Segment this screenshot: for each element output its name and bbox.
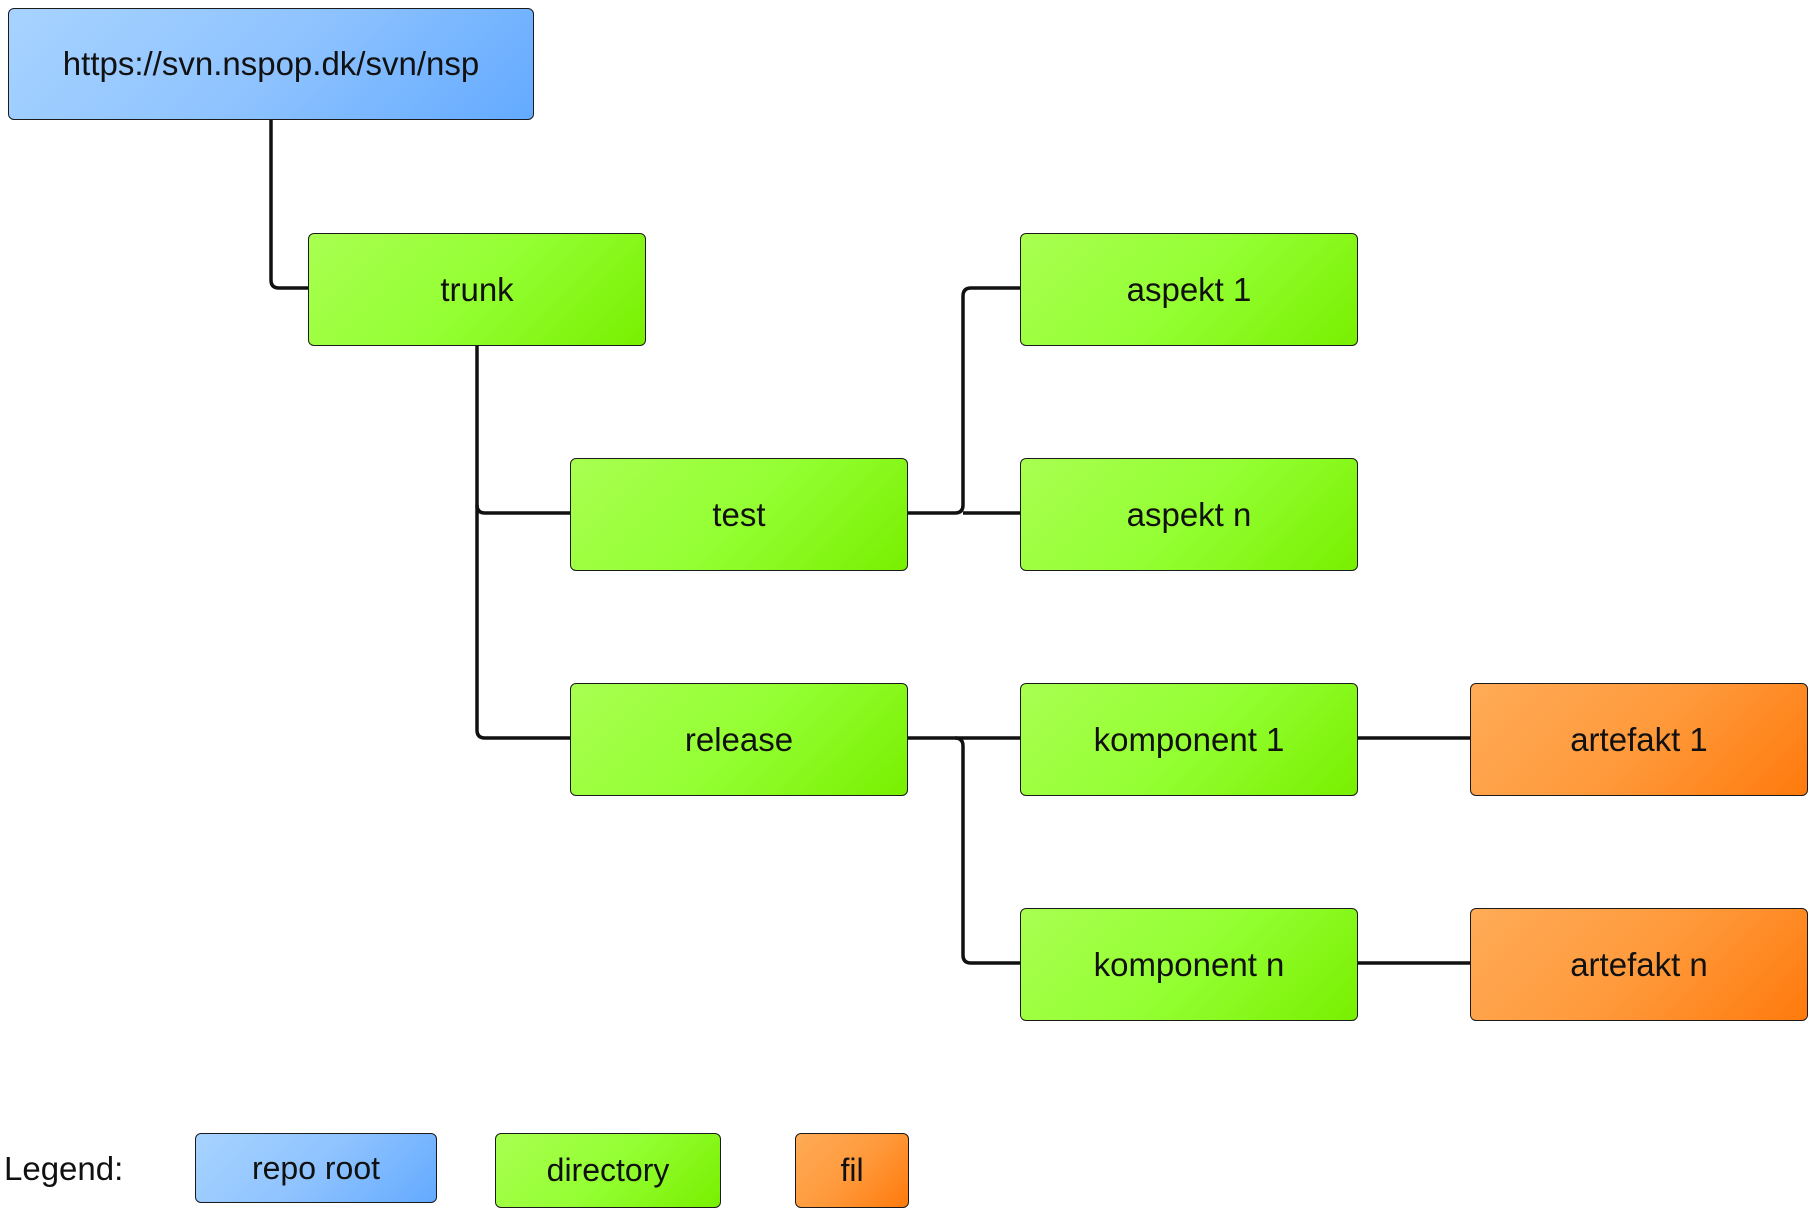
node-komponent-n: komponent n [1020,908,1358,1021]
node-komponent-1: komponent 1 [1020,683,1358,796]
edge-release-komponent-n [954,736,1020,965]
edge-test-aspekt-1 [908,286,1020,515]
edge-root-trunk [269,120,308,290]
node-artefakt-n: artefakt n [1470,908,1808,1021]
legend-file-label: fil [840,1152,864,1188]
legend-title: Legend: [4,1150,124,1187]
node-test-label: test [712,495,766,533]
node-repo-root: https://svn.nspop.dk/svn/nsp [8,8,534,120]
node-artefakt-1: artefakt 1 [1470,683,1808,796]
edge-trunk-test [475,346,570,515]
node-aspekt-n-label: aspekt n [1126,495,1252,533]
legend-repo-root: repo root [195,1133,437,1203]
legend-file: fil [795,1133,909,1208]
edge-trunk-release [475,505,570,740]
legend-directory-label: directory [546,1152,670,1188]
node-aspekt-n: aspekt n [1020,458,1358,571]
node-test: test [570,458,908,571]
legend-directory: directory [495,1133,721,1208]
node-artefakt-n-label: artefakt n [1570,945,1708,983]
legend-repo-root-label: repo root [251,1149,381,1186]
node-artefakt-1-label: artefakt 1 [1570,720,1708,758]
node-aspekt-1: aspekt 1 [1020,233,1358,346]
node-release: release [570,683,908,796]
node-release-label: release [684,720,794,758]
node-aspekt-1-label: aspekt 1 [1126,270,1252,308]
node-komponent-n-label: komponent n [1093,945,1285,983]
node-trunk-label: trunk [440,270,514,308]
node-trunk: trunk [308,233,646,346]
node-komponent-1-label: komponent 1 [1093,720,1285,758]
node-repo-root-label: https://svn.nspop.dk/svn/nsp [62,45,480,82]
